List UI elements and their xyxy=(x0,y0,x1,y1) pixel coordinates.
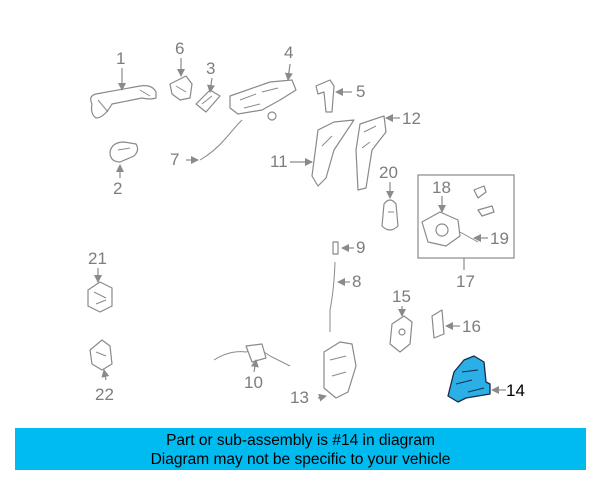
part-1-outside-handle: 1 xyxy=(90,49,157,119)
part-7-rod: 7 xyxy=(170,119,243,169)
part-3-plate: 3 xyxy=(195,59,221,113)
part-20-key: 20 xyxy=(379,163,399,231)
part-10-harness: 10 xyxy=(213,343,291,392)
caption-banner: Part or sub-assembly is #14 in diagram D… xyxy=(15,428,586,470)
callout-5: 5 xyxy=(356,82,365,101)
part-13-latch: 13 xyxy=(290,341,357,407)
part-17-assembly: 17 18 19 xyxy=(417,174,515,291)
callout-8: 8 xyxy=(352,272,361,291)
part-8-cable: 8 xyxy=(329,261,361,332)
part-12-trim: 12 xyxy=(355,109,421,191)
callout-22: 22 xyxy=(95,385,114,404)
part-14-highlighted: 14 xyxy=(447,355,525,403)
callout-20: 20 xyxy=(379,163,398,182)
callout-17: 17 xyxy=(456,272,475,291)
part-21-hinge: 21 xyxy=(87,249,113,313)
callout-15: 15 xyxy=(392,287,411,306)
callout-4: 4 xyxy=(284,43,293,62)
part-5-hook: 5 xyxy=(315,79,365,113)
callout-6: 6 xyxy=(175,39,184,58)
part-6-bracket: 6 xyxy=(169,39,193,101)
part-11-trim: 11 xyxy=(270,119,355,187)
part-15-striker: 15 xyxy=(389,287,413,353)
callout-21: 21 xyxy=(88,249,107,268)
part-2-inside-handle: 2 xyxy=(109,141,139,198)
callout-7: 7 xyxy=(170,150,179,169)
caption-line-1: Part or sub-assembly is #14 in diagram xyxy=(166,432,435,449)
callout-9: 9 xyxy=(356,238,365,257)
part-9-clip: 9 xyxy=(332,238,365,257)
callout-1: 1 xyxy=(116,49,125,68)
callout-3: 3 xyxy=(206,59,215,78)
callout-11: 11 xyxy=(270,152,288,171)
callout-18: 18 xyxy=(432,178,451,197)
part-22-hinge: 22 xyxy=(89,339,114,404)
callout-16: 16 xyxy=(462,317,481,336)
callout-13: 13 xyxy=(290,388,309,407)
part-16-plate: 16 xyxy=(431,309,481,339)
callout-2: 2 xyxy=(113,179,122,198)
part-4-handle-carrier: 4 xyxy=(229,43,297,121)
parts-diagram: 1 2 6 3 4 5 7 xyxy=(87,39,525,407)
callout-19: 19 xyxy=(490,229,509,248)
callout-14: 14 xyxy=(506,381,525,400)
callout-10: 10 xyxy=(244,373,263,392)
caption-line-2: Diagram may not be specific to your vehi… xyxy=(150,451,451,468)
callout-12: 12 xyxy=(402,109,421,128)
